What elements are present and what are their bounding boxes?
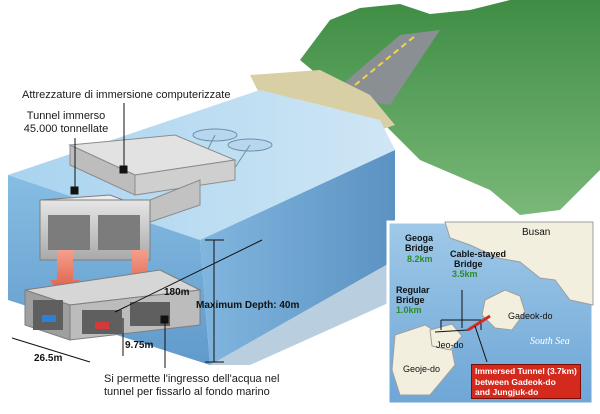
depth-dimension: Maximum Depth: 40m: [196, 300, 300, 311]
length-dimension: 180m: [164, 287, 190, 298]
map-sea-label: South Sea: [530, 336, 570, 347]
map-mainland: [444, 221, 594, 306]
width-dimension: 26.5m: [34, 353, 63, 364]
coastal-land: [300, 0, 600, 215]
highway-centerline: [354, 35, 416, 86]
map-geoga-length: 8.2km: [407, 254, 433, 264]
map-gadeok-island: [481, 289, 526, 331]
tunnel-weight-label-line1: Tunnel immerso: [26, 110, 106, 122]
seafloor: [210, 260, 395, 365]
dimension-lines: [11, 239, 263, 363]
water-ballast-label-line2: tunnel per fissarlo al fondo marino: [104, 386, 270, 398]
highway: [330, 30, 440, 105]
map-regular-length: 1.0km: [396, 305, 422, 315]
map-cable-label-line1: Cable-stayed: [450, 249, 507, 259]
callout-line3: and Jungjuk-do: [475, 387, 539, 397]
map-geoga-label-line1: Geoga: [405, 233, 434, 243]
height-dimension: 9.75m: [125, 340, 154, 351]
tunnel-element: [39, 194, 151, 261]
water-side-face: [200, 150, 395, 365]
map-geoje-label: Geoje-do: [403, 364, 441, 374]
installed-tunnel: [24, 269, 202, 341]
immersed-tunnel-callout: Immersed Tunnel (3.7km) between Gadeok-d…: [471, 364, 581, 399]
barges: [192, 128, 273, 176]
equipment-label: Attrezzature di immersione computerizzat…: [22, 89, 231, 101]
map-cable-length: 3.5km: [452, 269, 478, 279]
map-cable-label-line2: Bridge: [454, 259, 483, 269]
callout-line1: Immersed Tunnel (3.7km): [475, 366, 577, 376]
map-jeo-label: Jeo-do: [436, 340, 464, 350]
map-busan-label: Busan: [522, 227, 551, 238]
map-regular-label-line2: Bridge: [396, 295, 425, 305]
immersion-platform: [68, 134, 237, 223]
map-geoga-label-line2: Bridge: [405, 243, 434, 253]
leader-lines: [70, 103, 169, 368]
map-gadeok-label: Gadeok-do: [508, 311, 553, 321]
callout-line2: between Gadeok-do: [475, 376, 556, 387]
water-ballast-label-line1: Si permette l'ingresso dell'acqua nel: [104, 373, 280, 385]
map-regular-label-line1: Regular: [396, 285, 430, 295]
tunnel-weight-label-line2: 45.000 tonnellate: [23, 123, 109, 135]
